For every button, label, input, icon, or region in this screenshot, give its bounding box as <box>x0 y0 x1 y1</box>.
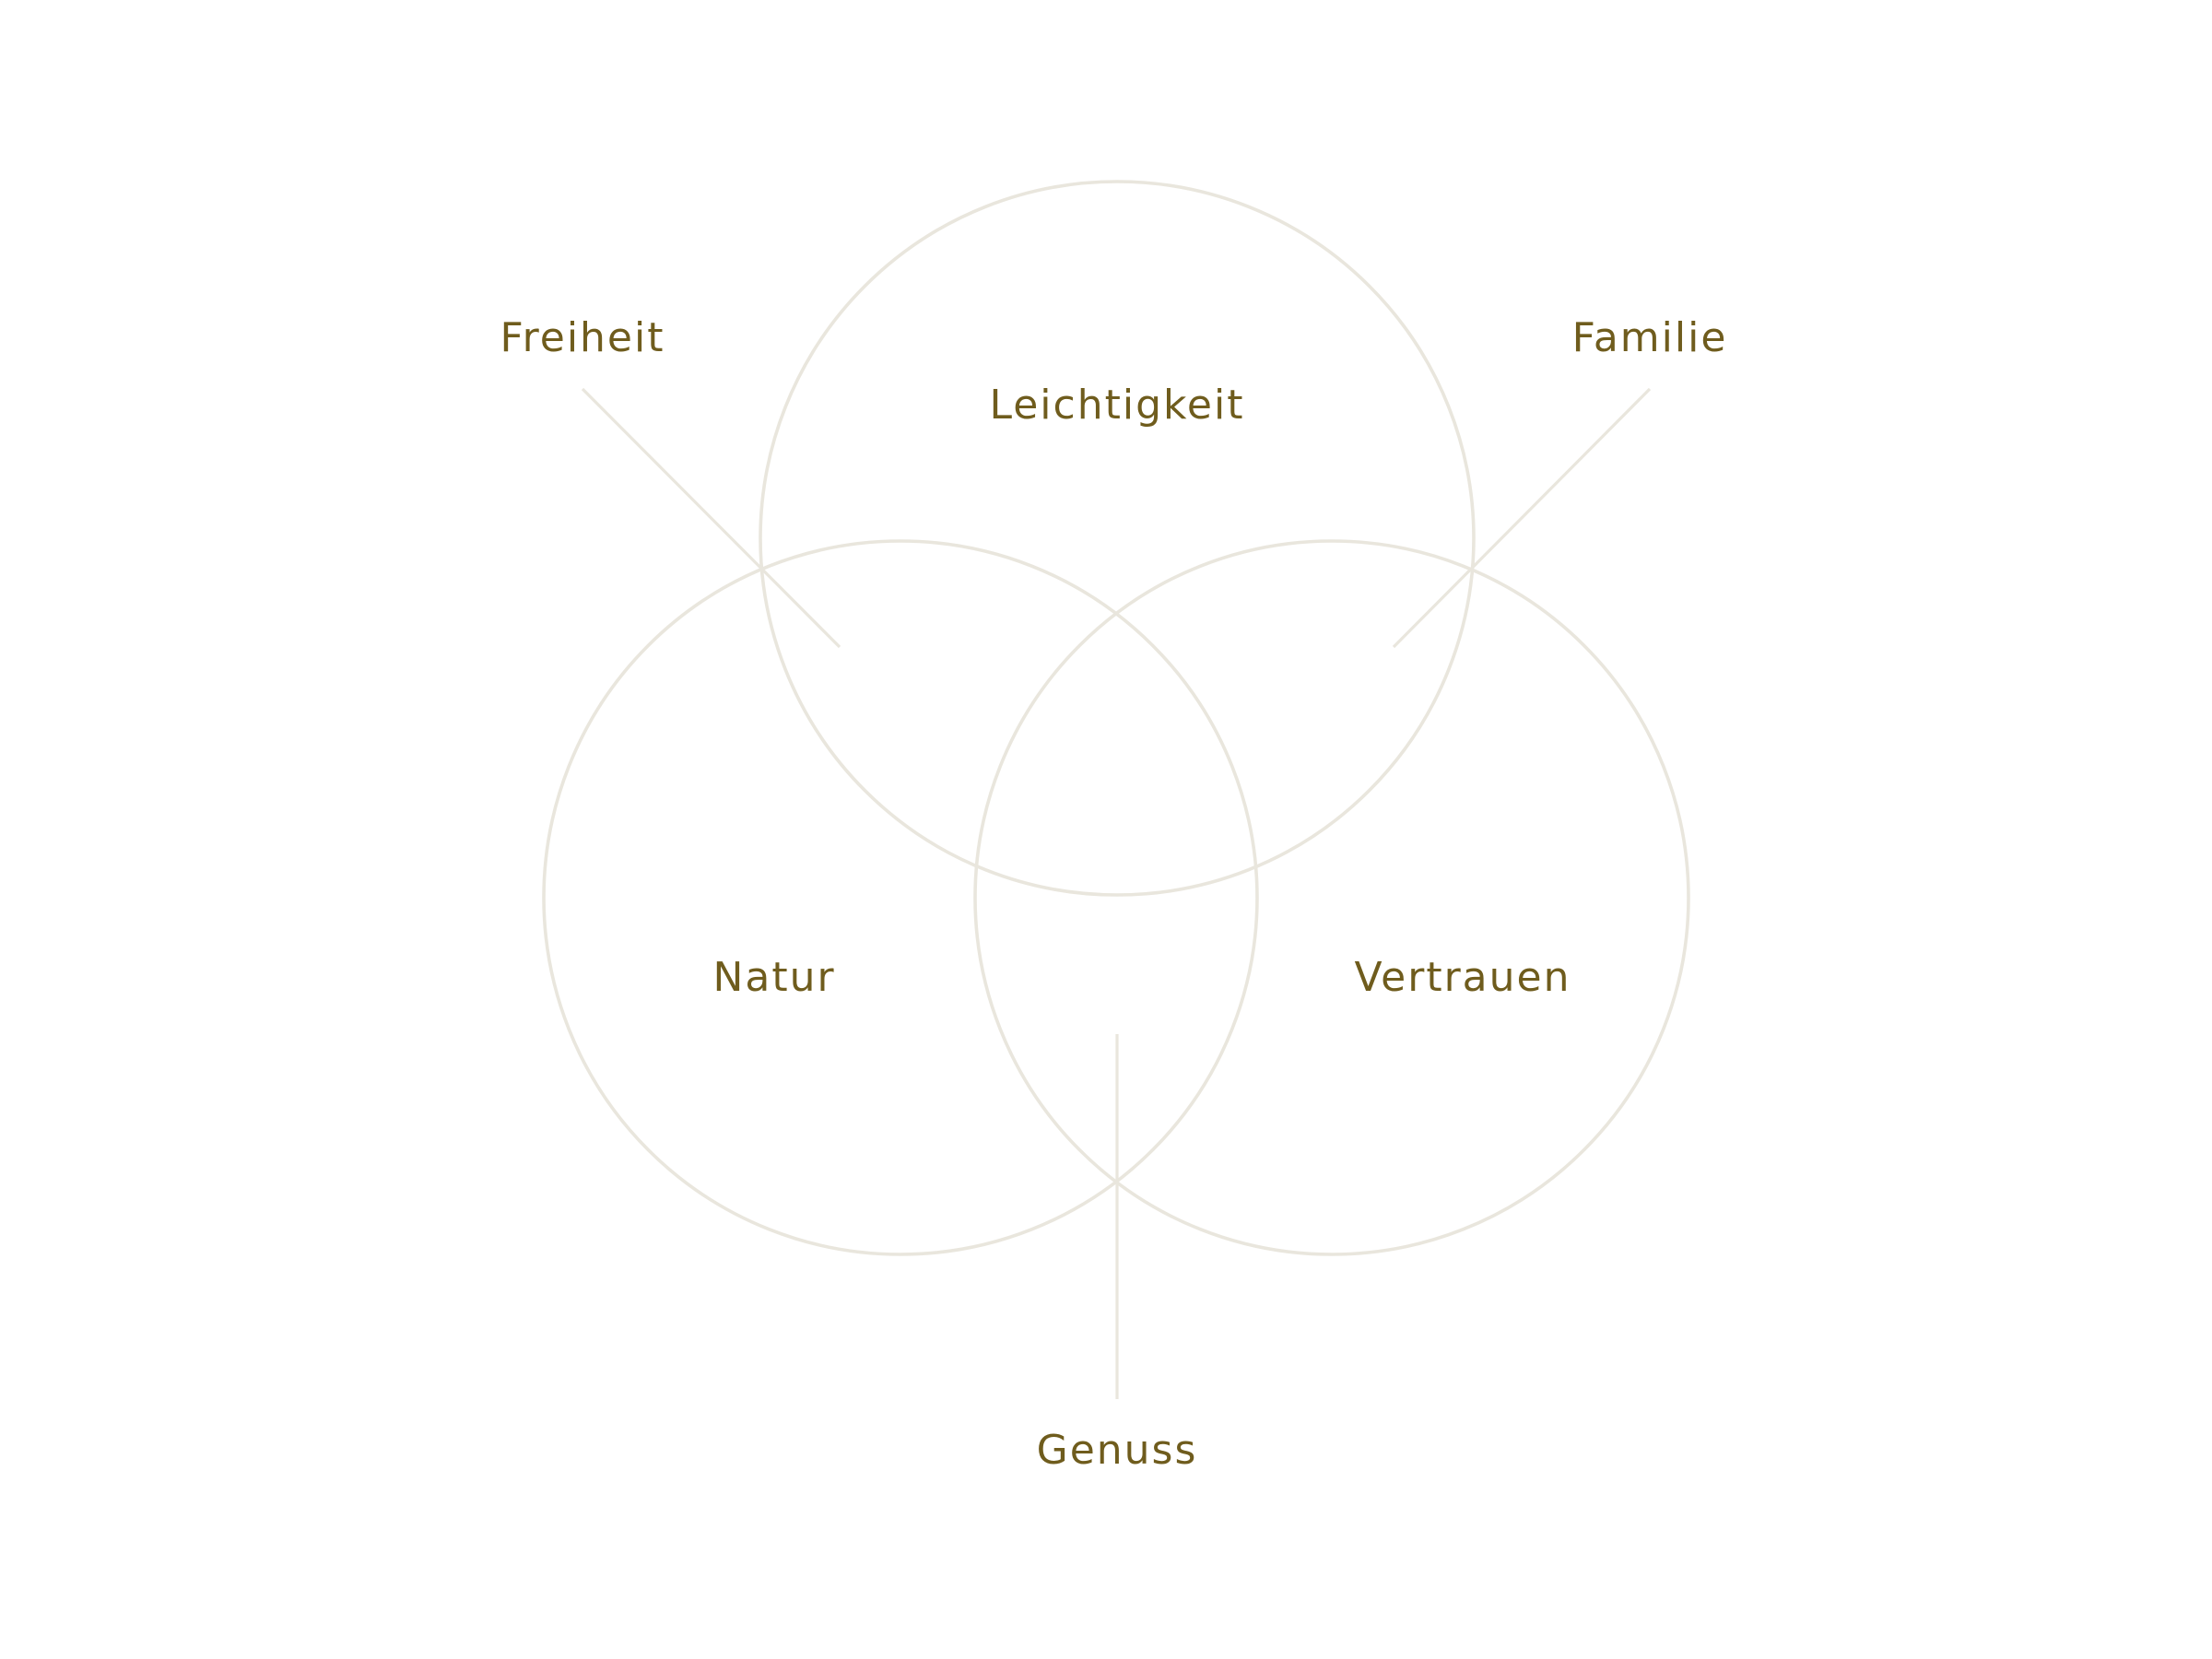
label-familie: Familie <box>1572 314 1728 361</box>
circle-right <box>973 539 1690 1256</box>
leader-line-top-right <box>1392 387 1652 649</box>
label-natur: Natur <box>712 954 835 1001</box>
leader-lines <box>581 387 1652 1399</box>
label-freiheit: Freiheit <box>500 314 665 361</box>
label-genuss: Genuss <box>1037 1427 1198 1474</box>
label-leichtigkeit: Leichtigkeit <box>990 382 1245 429</box>
labels: Leichtigkeit Natur Vertrauen Freiheit Fa… <box>500 314 1728 1474</box>
label-vertrauen: Vertrauen <box>1355 954 1571 1001</box>
leader-line-top-left <box>581 387 841 649</box>
circles <box>542 180 1690 1256</box>
circle-left <box>542 539 1259 1256</box>
circle-top <box>759 180 1476 897</box>
